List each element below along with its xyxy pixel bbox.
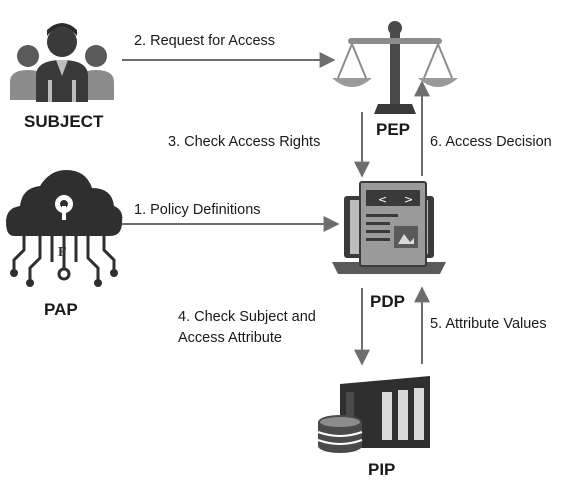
pap-label: PAP: [44, 300, 78, 319]
edge-label-attribute-values: 5. Attribute Values: [430, 316, 547, 332]
svg-text:<: <: [378, 193, 387, 206]
people-group-icon: [10, 23, 114, 102]
edge-label-request: 2. Request for Access: [134, 33, 276, 49]
subject-label: SUBJECT: [24, 112, 104, 131]
pep-label: PEP: [376, 120, 411, 139]
svg-text:>: >: [404, 193, 413, 206]
server-database-icon: [317, 376, 430, 453]
svg-text:F: F: [58, 245, 67, 260]
edge-label-check-rights: 3. Check Access Rights: [168, 134, 321, 150]
pip-label: PIP: [368, 460, 396, 479]
edge-label-decision: 6. Access Decision: [430, 134, 552, 150]
edge-label-check-subject-1: 4. Check Subject and: [178, 309, 316, 325]
laptop-document-icon: < >: [332, 181, 446, 274]
edge-label-check-subject-2: Access Attribute: [178, 330, 282, 346]
cloud-circuit-icon: F: [6, 170, 123, 287]
pdp-label: PDP: [370, 292, 405, 311]
balance-scale-icon: [332, 21, 458, 114]
edge-label-policy: 1. Policy Definitions: [134, 202, 261, 218]
